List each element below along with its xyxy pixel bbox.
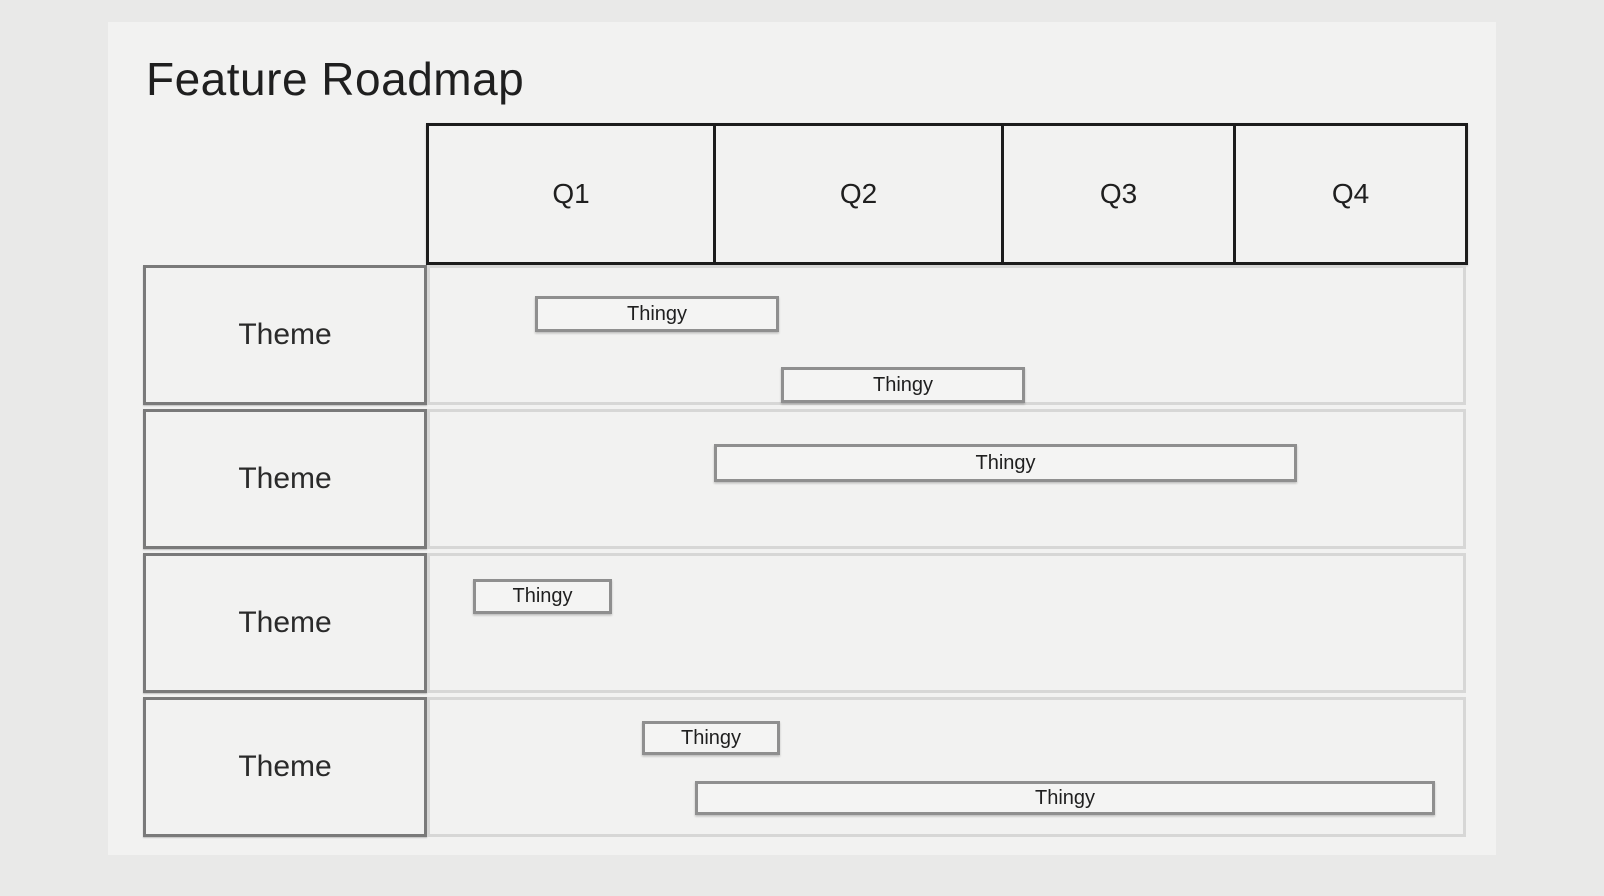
- roadmap-bar[interactable]: Thingy: [473, 579, 612, 614]
- quarter-label: Q2: [839, 178, 878, 209]
- quarter-cell-q1[interactable]: Q1: [429, 126, 713, 262]
- roadmap-bar[interactable]: Thingy: [695, 781, 1435, 815]
- bar-label: Thingy: [512, 585, 573, 607]
- roadmap-bar[interactable]: Thingy: [642, 721, 780, 755]
- page-title: Feature Roadmap: [146, 53, 525, 105]
- row-track: Thingy: [427, 409, 1466, 549]
- roadmap-row: Theme Thingy: [143, 553, 1466, 693]
- quarter-cell-q3[interactable]: Q3: [1001, 126, 1233, 262]
- quarter-label: Q3: [1099, 178, 1138, 209]
- bar-label: Thingy: [975, 451, 1036, 474]
- quarter-cell-q2[interactable]: Q2: [713, 126, 1001, 262]
- theme-box[interactable]: Theme: [143, 409, 427, 549]
- bar-label: Thingy: [680, 726, 742, 749]
- bar-label: Thingy: [1034, 786, 1096, 809]
- theme-label: Theme: [238, 318, 332, 351]
- roadmap-bar[interactable]: Thingy: [714, 444, 1297, 482]
- roadmap-bar[interactable]: Thingy: [535, 296, 779, 332]
- quarter-label: Q4: [1331, 178, 1370, 209]
- theme-label: Theme: [238, 750, 332, 783]
- quarter-label: Q1: [552, 178, 590, 209]
- roadmap-row: Theme Thingy: [143, 409, 1466, 549]
- theme-box[interactable]: Theme: [143, 697, 427, 837]
- roadmap-canvas: Feature Roadmap Q1 Q2 Q3 Q4 Theme Thingy…: [108, 22, 1496, 855]
- quarter-header-row: Q1 Q2 Q3 Q4: [426, 123, 1468, 265]
- bar-label: Thingy: [626, 302, 688, 325]
- bar-label: Thingy: [872, 373, 934, 396]
- row-track: Thingy: [427, 553, 1466, 693]
- theme-box[interactable]: Theme: [143, 265, 427, 405]
- theme-label: Theme: [238, 462, 332, 495]
- roadmap-bar[interactable]: Thingy: [781, 367, 1025, 403]
- quarter-cell-q4[interactable]: Q4: [1233, 126, 1465, 262]
- theme-box[interactable]: Theme: [143, 553, 427, 693]
- theme-label: Theme: [238, 606, 332, 639]
